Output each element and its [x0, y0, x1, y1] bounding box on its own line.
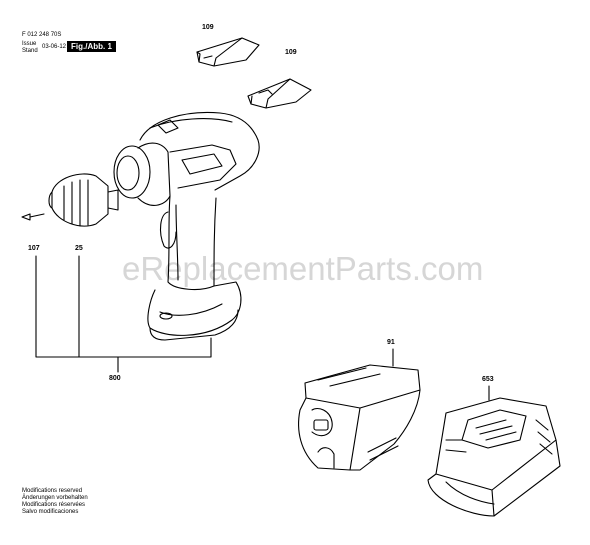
figure-label: Fig./Abb. 1	[67, 41, 116, 52]
callout-25: 25	[75, 245, 83, 252]
watermark-text: eReplacementParts.com	[122, 250, 484, 287]
callout-653: 653	[482, 376, 494, 383]
callout-109-bottom: 109	[285, 49, 297, 56]
issue-label: Issue	[22, 41, 37, 47]
footer-note-de: Änderungen vorbehalten	[22, 495, 88, 501]
part-91-battery	[298, 364, 421, 471]
callout-91: 91	[387, 339, 395, 346]
part-109-cover-top	[196, 37, 260, 67]
leader-800	[35, 255, 212, 358]
part-25-chuck	[48, 173, 119, 227]
part-653-charger	[427, 397, 561, 517]
issue-date: 03-06-12	[42, 44, 67, 50]
part-109-cover-bottom	[247, 78, 312, 109]
part-107-screw	[21, 213, 45, 221]
footer-notes: Modifications reserved Änderungen vorbeh…	[22, 488, 88, 516]
footer-note-es: Salvo modificaciones	[22, 509, 79, 515]
drill-body	[113, 111, 260, 341]
callout-109-top: 109	[202, 24, 214, 31]
doc-number: F 012 248 70S	[22, 32, 62, 38]
callout-107: 107	[28, 245, 40, 252]
footer-note-en: Modifications reserved	[22, 488, 83, 494]
callout-800: 800	[109, 375, 121, 382]
stand-label: Stand	[22, 48, 38, 54]
footer-note-fr: Modifications réservées	[22, 502, 86, 508]
